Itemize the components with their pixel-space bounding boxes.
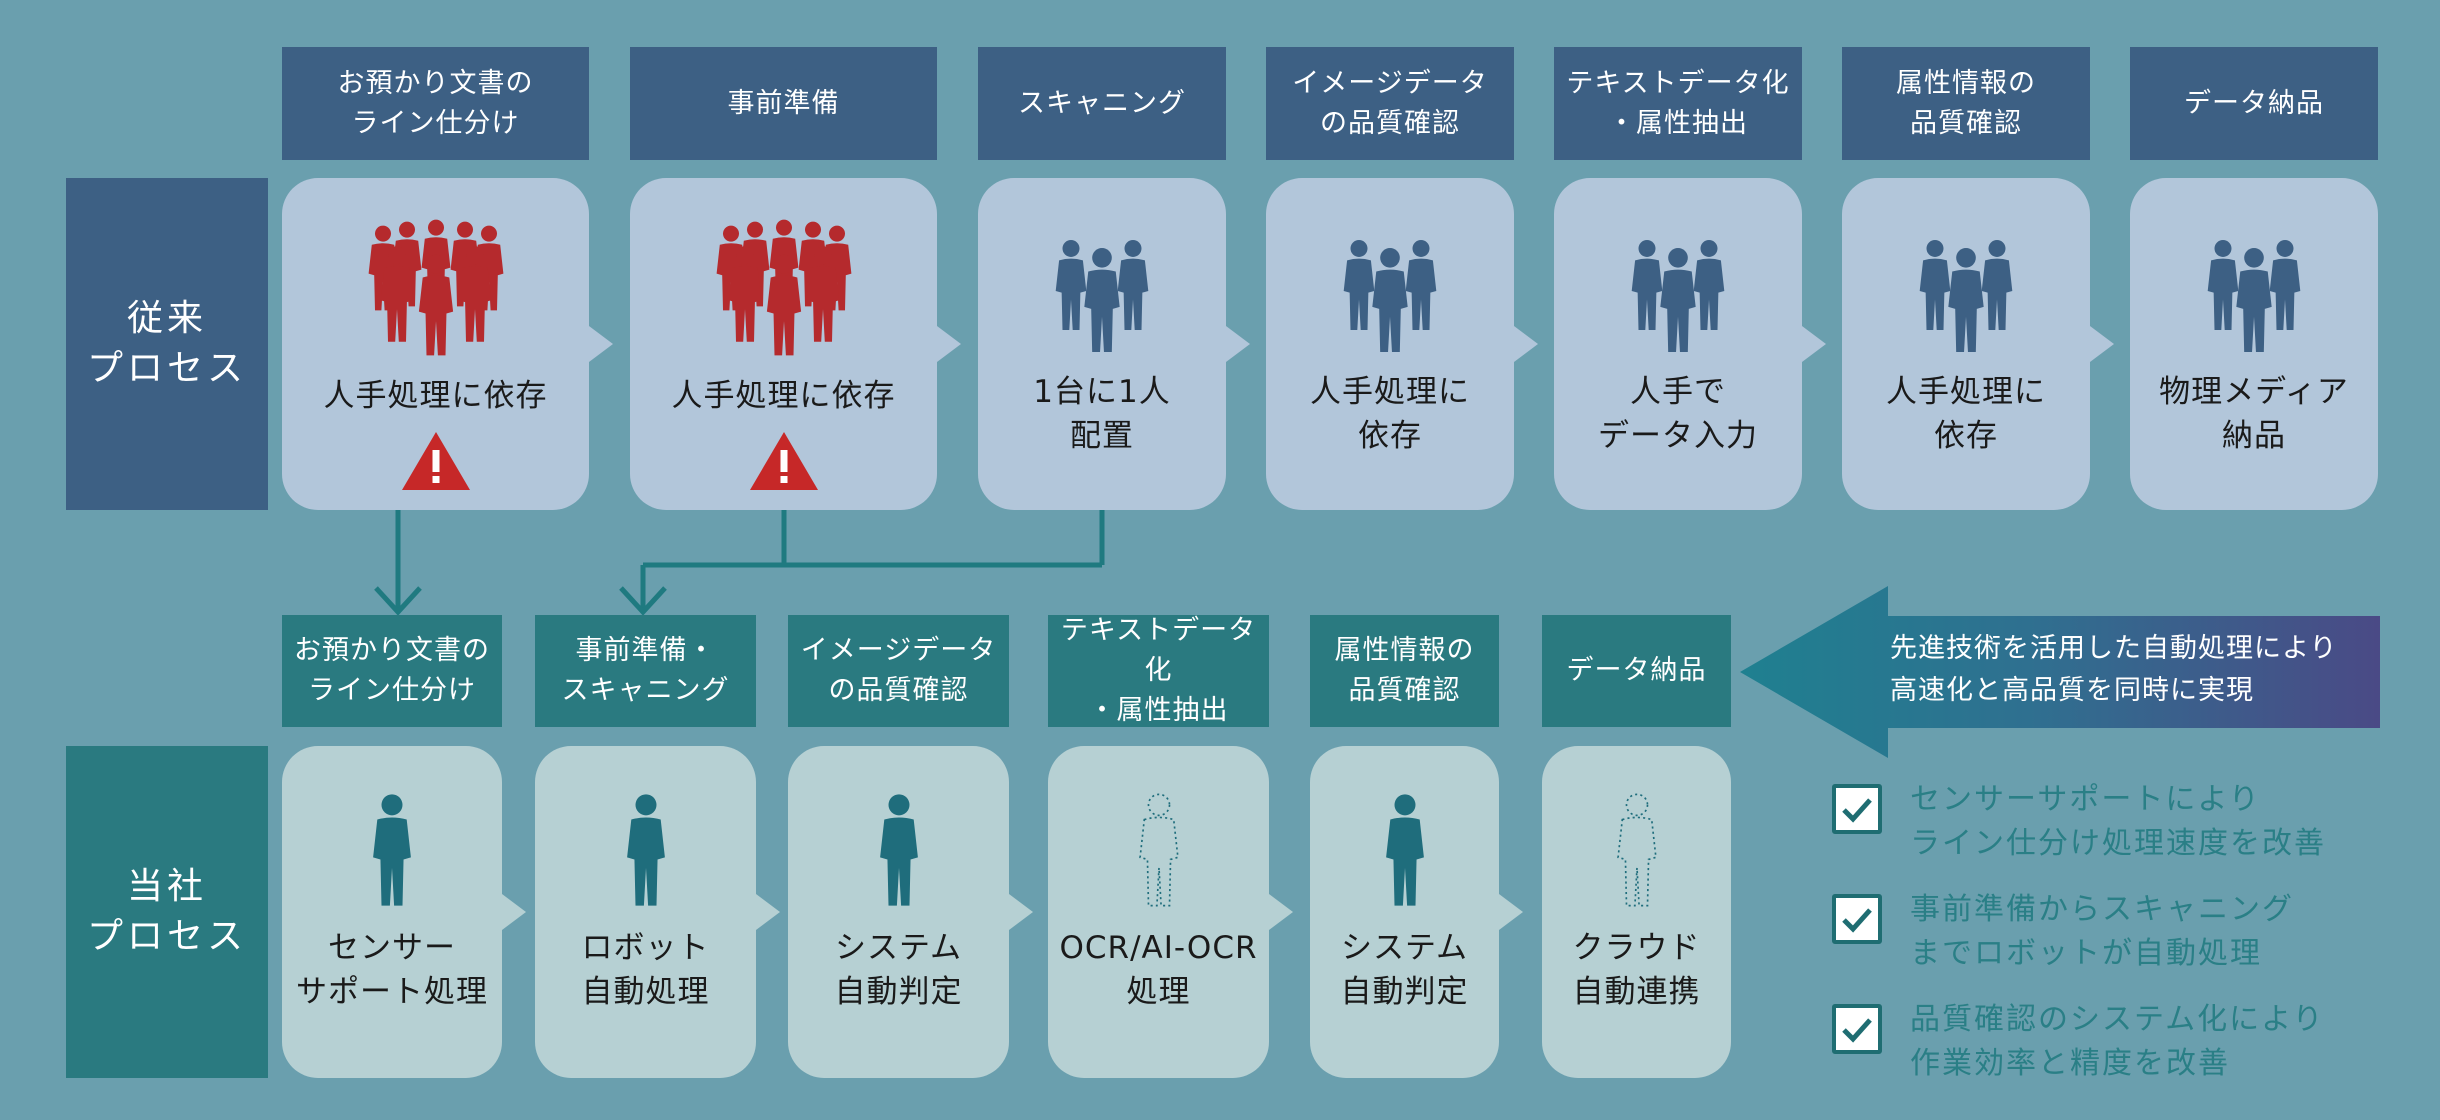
conv-step-text: 人手処理に 依存 xyxy=(1310,374,1470,454)
conv-step-card: 人手処理に依存 xyxy=(630,178,961,510)
flow-arrow xyxy=(589,326,613,362)
company-step-text: クラウド 自動連携 xyxy=(1572,930,1701,1010)
conv-step-card: 1台に1人 配置 xyxy=(978,178,1250,510)
person-solid-icon xyxy=(535,792,756,908)
benefit-text: センサーサポートにより ライン仕分け処理速度を改善 xyxy=(1910,782,2326,861)
conv-step-text: 1台に1人 配置 xyxy=(1033,374,1171,454)
flow-arrow xyxy=(1499,894,1523,930)
conv-step-header: データ納品 xyxy=(2130,47,2378,160)
company-step-text: ロボット 自動処理 xyxy=(581,930,710,1010)
flow-arrow xyxy=(937,326,961,362)
conv-step-header: テキストデータ化 ・属性抽出 xyxy=(1554,47,1802,160)
conv-step-card: 人手で データ入力 xyxy=(1554,178,1826,510)
person-dotted-icon xyxy=(1048,792,1269,908)
company-step-card: システム 自動判定 xyxy=(788,746,1033,1078)
conv-step-card: 人手処理に 依存 xyxy=(1842,178,2114,510)
conv-step-card: 人手処理に依存 xyxy=(282,178,613,510)
conv-step-header: お預かり文書の ライン仕分け xyxy=(282,47,589,160)
flow-arrow xyxy=(1514,326,1538,362)
company-step-text: システム 自動判定 xyxy=(1340,930,1469,1010)
checkbox-icon xyxy=(1832,784,1882,834)
flow-arrow xyxy=(1269,894,1293,930)
benefit-text: 事前準備からスキャニング までロボットが自動処理 xyxy=(1910,892,2294,971)
conv-step-text: 人手処理に 依存 xyxy=(1886,374,2046,454)
checkbox-icon xyxy=(1832,894,1882,944)
person-solid-icon xyxy=(1310,792,1499,908)
conv-step-text: 物理メディア 納品 xyxy=(2159,374,2349,454)
company-step-card: OCR/AI-OCR 処理 xyxy=(1048,746,1293,1078)
company-step-header: テキストデータ化 ・属性抽出 xyxy=(1048,615,1269,727)
conv-step-card: 人手処理に 依存 xyxy=(1266,178,1538,510)
conv-step-text: 人手で データ入力 xyxy=(1598,374,1758,454)
conv-step-header: イメージデータ の品質確認 xyxy=(1266,47,1514,160)
company-step-text: OCR/AI-OCR 処理 xyxy=(1059,930,1258,1010)
flow-arrow xyxy=(1226,326,1250,362)
person-dotted-icon xyxy=(1542,792,1731,908)
company-step-card: センサー サポート処理 xyxy=(282,746,526,1078)
conv-step-header: 属性情報の 品質確認 xyxy=(1842,47,2090,160)
person-solid-icon xyxy=(788,792,1009,908)
conv-step-header: スキャニング xyxy=(978,47,1226,160)
warning-icon xyxy=(630,430,937,492)
company-step-text: センサー サポート処理 xyxy=(296,930,488,1010)
company-process-label: 当社 プロセス xyxy=(66,746,268,1078)
flow-arrow xyxy=(1009,894,1033,930)
company-step-card: ロボット 自動処理 xyxy=(535,746,780,1078)
conv-step-text: 人手処理に依存 xyxy=(323,378,548,414)
conv-step-card: 物理メディア 納品 xyxy=(2130,178,2378,510)
flow-arrow xyxy=(756,894,780,930)
company-step-header: 属性情報の 品質確認 xyxy=(1310,615,1499,727)
company-step-card: システム 自動判定 xyxy=(1310,746,1523,1078)
summary-banner-text: 先進技術を活用した自動処理により 高速化と高品質を同時に実現 xyxy=(1890,633,2338,706)
conv-step-header: 事前準備 xyxy=(630,47,937,160)
flow-arrow xyxy=(502,894,526,930)
company-step-header: データ納品 xyxy=(1542,615,1731,727)
company-step-header: 事前準備・ スキャニング xyxy=(535,615,756,727)
company-step-header: イメージデータ の品質確認 xyxy=(788,615,1009,727)
company-step-header: お預かり文書の ライン仕分け xyxy=(282,615,502,727)
company-step-text: システム 自動判定 xyxy=(834,930,963,1010)
conventional-process-label: 従来 プロセス xyxy=(66,178,268,510)
summary-banner-arrow xyxy=(1740,586,2380,758)
checkbox-icon xyxy=(1832,1004,1882,1054)
company-step-card: クラウド 自動連携 xyxy=(1542,746,1731,1078)
flow-arrow xyxy=(1802,326,1826,362)
benefit-text: 品質確認のシステム化により 作業効率と精度を改善 xyxy=(1910,1002,2325,1081)
conv-step-text: 人手処理に依存 xyxy=(671,378,896,414)
flow-arrow xyxy=(2090,326,2114,362)
person-solid-icon xyxy=(282,792,502,908)
warning-icon xyxy=(282,430,589,492)
